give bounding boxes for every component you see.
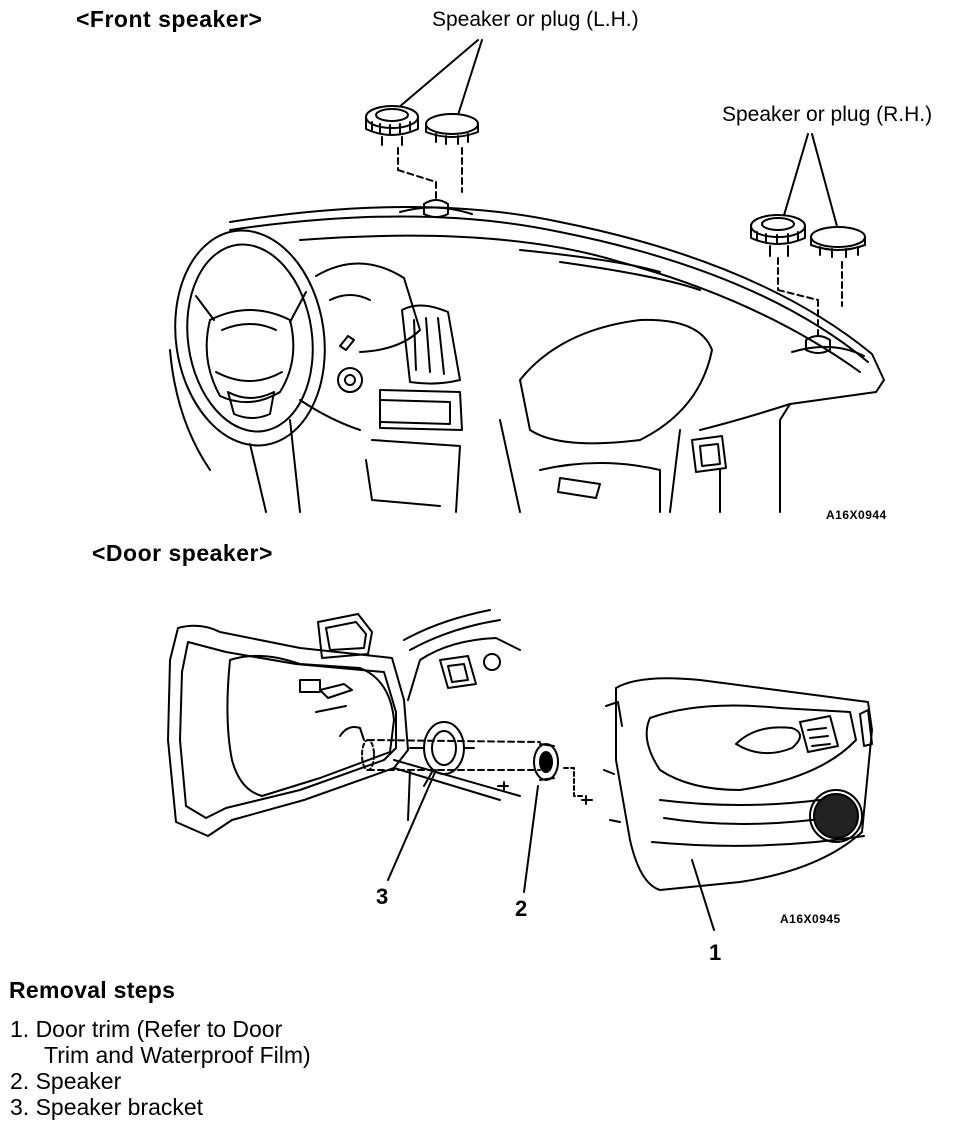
callout-speaker-rh: Speaker or plug (R.H.) — [722, 103, 933, 126]
front-speaker-heading: <Front speaker> — [76, 6, 263, 32]
door-assembly-drawing — [167, 609, 873, 931]
removal-steps-title: Removal steps — [9, 977, 176, 1003]
removal-step-2: 2. Speaker — [10, 1068, 122, 1094]
label-1: 1 — [709, 940, 722, 965]
rh-plug-icon — [810, 226, 866, 258]
lh-speaker-icon — [365, 105, 419, 146]
door-speaker-unit-icon — [533, 743, 559, 781]
removal-step-3: 3. Speaker bracket — [10, 1094, 204, 1120]
door-figure-code: A16X0945 — [780, 912, 841, 926]
removal-step-1-line1: 1. Door trim (Refer to Door — [10, 1016, 283, 1042]
label-3: 3 — [376, 884, 389, 909]
front-figure-code: A16X0944 — [826, 508, 887, 522]
speaker-bracket-icon — [409, 721, 475, 787]
rh-speaker-icon — [750, 214, 806, 257]
removal-step-1-line2: Trim and Waterproof Film) — [44, 1042, 311, 1068]
lh-plug-icon — [425, 113, 479, 145]
callout-speaker-lh: Speaker or plug (L.H.) — [432, 8, 639, 31]
removal-step-1: 1. Door trim (Refer to Door Trim and Wat… — [10, 1016, 311, 1068]
door-speaker-heading: <Door speaker> — [92, 540, 273, 566]
front-dashboard-drawing — [169, 39, 885, 513]
label-2: 2 — [515, 896, 528, 921]
